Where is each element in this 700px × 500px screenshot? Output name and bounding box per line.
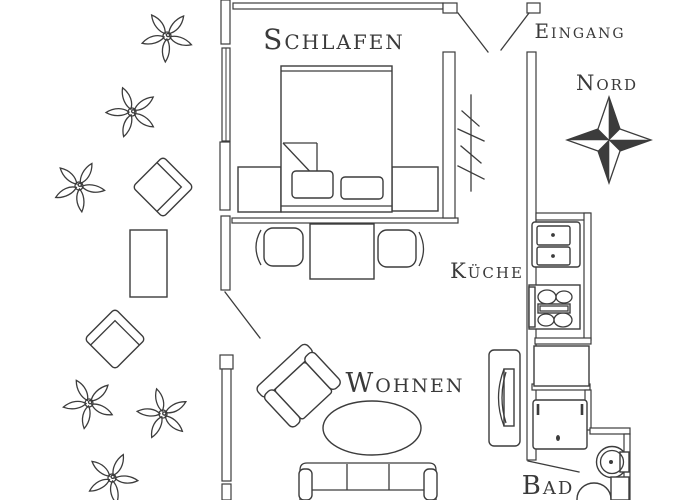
garden-flower xyxy=(129,383,195,448)
nightstand-left xyxy=(237,166,282,213)
stove-center-bar-inner xyxy=(539,305,569,312)
pillow-left xyxy=(291,170,334,199)
shower-drain xyxy=(556,435,560,441)
compass-east-fill xyxy=(608,139,652,152)
double-sink xyxy=(531,221,581,268)
wall-left-2 xyxy=(219,141,231,211)
compass-west-fill xyxy=(566,128,610,141)
basin-bowl xyxy=(599,449,625,475)
label-living-room: Wohnen xyxy=(345,368,464,399)
four-burner-stove xyxy=(528,284,581,330)
garden-flower xyxy=(100,83,163,144)
basin-drain xyxy=(609,460,613,464)
tv-screen xyxy=(497,368,505,427)
lounge-chair-lower xyxy=(85,309,145,369)
wall-bath-step-2 xyxy=(589,427,631,435)
dining-set xyxy=(255,223,425,280)
bedroom-furniture xyxy=(237,65,439,213)
compass-south-fill xyxy=(597,139,610,184)
pillow-right xyxy=(340,176,384,200)
burner xyxy=(555,290,573,304)
stove-center-bar xyxy=(537,303,571,314)
toilet-bowl xyxy=(576,482,612,500)
sofa xyxy=(298,462,438,500)
stair-hatch xyxy=(457,94,485,192)
wall-living-cap xyxy=(219,354,234,370)
label-kitchen: Küche xyxy=(450,259,524,283)
double-bed xyxy=(280,65,393,213)
wall-kitchen-top xyxy=(535,212,591,221)
tv-body xyxy=(503,368,515,427)
label-bedroom: Schlafen xyxy=(263,23,405,56)
entrance-door-leaf-left xyxy=(457,12,489,53)
tv-screen-inner xyxy=(501,371,507,424)
toilet xyxy=(576,476,630,500)
wall-bedroom-south xyxy=(231,217,459,224)
kitchen-fixture-box xyxy=(533,345,590,387)
sink-drain xyxy=(551,254,555,258)
dining-chair-left xyxy=(255,227,304,267)
entrance-door-frame-right xyxy=(526,2,541,14)
garden xyxy=(49,13,195,500)
wall-top xyxy=(232,2,444,10)
garden-flower xyxy=(60,377,117,432)
toilet-tank xyxy=(610,476,630,500)
armchair-arm-left xyxy=(263,389,301,428)
nightstand-right xyxy=(391,166,439,212)
wall-living-left-2 xyxy=(221,483,232,500)
sofa-arm-left xyxy=(298,468,313,500)
sink-drain xyxy=(551,233,555,237)
garden-table xyxy=(129,229,168,298)
garden-flower xyxy=(49,159,108,216)
garden-flower xyxy=(141,13,193,62)
wall-left-1 xyxy=(220,0,231,45)
shower-tray xyxy=(532,399,588,450)
compass-rose xyxy=(565,95,653,185)
entrance-door-leaf-right xyxy=(500,12,530,51)
wall-left-3 xyxy=(220,215,231,291)
entrance-door-frame-left xyxy=(442,2,458,14)
entrance-double-door xyxy=(457,12,530,53)
compass-north-fill xyxy=(608,96,621,141)
label-north: Nord xyxy=(576,71,638,95)
stove-handle xyxy=(528,286,536,328)
kitchen-fixtures xyxy=(528,221,590,387)
label-entrance: Eingang xyxy=(534,19,625,43)
dining-chair-right xyxy=(377,229,425,268)
wall-kitchen-right xyxy=(583,212,592,341)
sofa-arm-right xyxy=(423,468,438,500)
oval-coffee-table xyxy=(322,400,422,456)
basin-faucet xyxy=(619,451,630,473)
bath-door-swing xyxy=(527,460,580,473)
dining-table xyxy=(309,223,375,280)
bathroom-fixtures xyxy=(532,399,630,500)
wall-corridor-left xyxy=(442,51,456,219)
armchair-arm-right xyxy=(304,351,341,391)
armchair xyxy=(256,343,341,428)
wall-counter-end xyxy=(534,337,592,345)
bedroom-door-swing xyxy=(224,291,261,339)
tv-unit xyxy=(488,349,521,447)
armchair-back xyxy=(256,343,313,398)
lounge-chair-upper xyxy=(133,157,193,217)
garden-flower xyxy=(81,449,143,500)
window-living-left xyxy=(221,368,232,482)
label-bathroom: Bad xyxy=(522,471,575,500)
living-room-furniture xyxy=(256,343,521,500)
